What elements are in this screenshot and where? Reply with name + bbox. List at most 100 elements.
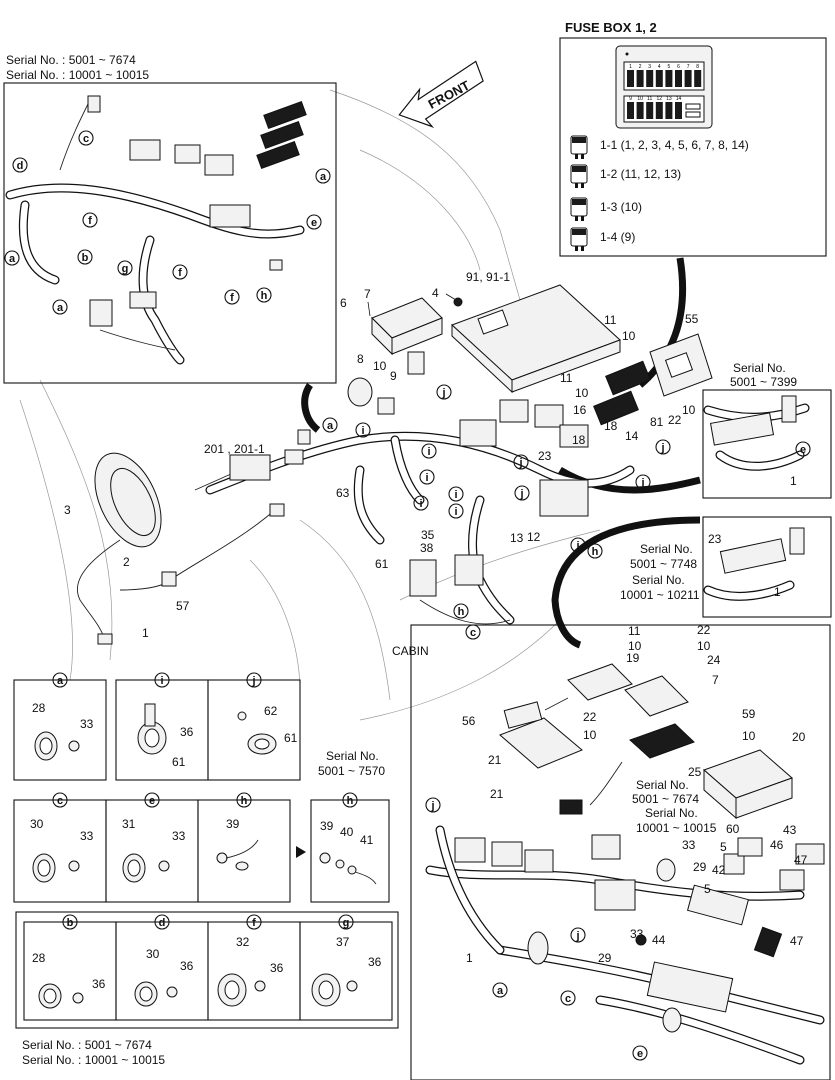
- svg-text:1: 1: [790, 474, 797, 488]
- detail-row-3: b d f g 28 36 30 36 32 36 37 36: [23, 914, 393, 1021]
- svg-text:5: 5: [704, 882, 711, 896]
- svg-text:57: 57: [176, 599, 190, 613]
- svg-text:23: 23: [538, 449, 552, 463]
- fuse-icon: [570, 135, 588, 159]
- fuse-slot-number: 9: [629, 96, 632, 102]
- fuse-slot-number: 6: [677, 64, 680, 70]
- fuse-slot: [665, 70, 673, 87]
- svg-text:10: 10: [682, 403, 696, 417]
- fuse-slot-number: 14: [676, 96, 682, 102]
- svg-text:36: 36: [92, 977, 106, 991]
- svg-text:30: 30: [146, 947, 160, 961]
- svg-text:Serial No.: Serial No.: [636, 778, 689, 792]
- serial-top-left-line1: Serial No. : 5001 ~ 7674: [6, 53, 136, 67]
- svg-text:22: 22: [583, 710, 597, 724]
- svg-text:f: f: [230, 292, 234, 304]
- svg-text:22: 22: [668, 413, 682, 427]
- fuse-slot-number: 10: [637, 96, 643, 102]
- svg-text:18: 18: [572, 433, 586, 447]
- fuse-1-4-label: 1-4 (9): [600, 230, 635, 244]
- svg-text:4: 4: [432, 286, 439, 300]
- svg-text:47: 47: [794, 853, 808, 867]
- svg-text:41: 41: [360, 833, 374, 847]
- svg-text:10: 10: [628, 639, 642, 653]
- svg-text:10: 10: [373, 359, 387, 373]
- svg-text:18: 18: [604, 419, 618, 433]
- svg-text:f: f: [178, 267, 182, 279]
- detail-row-3-frame: [15, 911, 399, 1029]
- svg-text:21: 21: [488, 753, 502, 767]
- svg-text:8: 8: [357, 352, 364, 366]
- serial-right-2-line3: Serial No.: [632, 573, 685, 587]
- svg-text:b: b: [67, 917, 74, 929]
- svg-text:11: 11: [560, 371, 573, 385]
- harness-top-left: [5, 95, 307, 365]
- svg-text:61: 61: [284, 731, 298, 745]
- svg-text:44: 44: [652, 933, 666, 947]
- central-harness: [194, 351, 635, 625]
- svg-text:a: a: [497, 985, 504, 997]
- svg-text:6: 6: [340, 296, 347, 310]
- fuse-slot-number: 8: [696, 64, 699, 70]
- svg-text:36: 36: [368, 955, 382, 969]
- svg-text:36: 36: [180, 959, 194, 973]
- svg-text:i: i: [427, 446, 430, 458]
- svg-text:24: 24: [707, 653, 721, 667]
- fuse-slot-number: 11: [647, 96, 652, 102]
- serial-h-box-line1: Serial No.: [326, 749, 379, 763]
- svg-text:55: 55: [685, 312, 699, 326]
- svg-text:33: 33: [172, 829, 186, 843]
- svg-text:35: 35: [421, 528, 435, 542]
- svg-text:a: a: [320, 171, 327, 183]
- svg-text:28: 28: [32, 701, 46, 715]
- detail-h-variant: [310, 799, 390, 903]
- serial-right-2-line4: 10001 ~ 10211: [620, 588, 700, 602]
- svg-text:a: a: [327, 420, 334, 432]
- fuse-slot-number: 13: [666, 96, 672, 102]
- svg-text:39: 39: [320, 819, 334, 833]
- svg-text:20: 20: [792, 730, 806, 744]
- svg-text:201 , 201-1: 201 , 201-1: [204, 442, 265, 456]
- svg-text:32: 32: [236, 935, 250, 949]
- svg-text:i: i: [160, 675, 163, 687]
- fuse-box-panel: [559, 37, 827, 257]
- svg-text:40: 40: [340, 825, 354, 839]
- svg-text:e: e: [800, 444, 806, 456]
- svg-text:37: 37: [336, 935, 350, 949]
- svg-text:h: h: [241, 795, 248, 807]
- fuse-1-2-label: 1-2 (11, 12, 13): [600, 167, 681, 181]
- detail-row-2: c e h 30 33 31 33 39: [13, 792, 291, 903]
- serial-bottom-left-line1: Serial No. : 5001 ~ 7674: [22, 1038, 152, 1052]
- svg-text:i: i: [576, 540, 579, 552]
- radio-unit: [371, 297, 443, 356]
- inset-right-2: [702, 516, 832, 618]
- fuse-icon: [570, 227, 588, 251]
- svg-text:j: j: [518, 457, 522, 469]
- fuse-legend: 1-1 (1, 2, 3, 4, 5, 6, 7, 8, 14) 1-2 (11…: [570, 135, 749, 251]
- fuse-icon: [570, 164, 588, 188]
- svg-text:11: 11: [604, 313, 617, 327]
- fuse-slot-number: 12: [657, 96, 663, 102]
- fuse-slot: [636, 102, 644, 119]
- svg-text:j: j: [575, 930, 579, 942]
- fuse-slot-number: 7: [687, 64, 690, 70]
- inset-right-1-art: e 1: [703, 395, 811, 488]
- fuse-slot-number: 1: [629, 64, 632, 70]
- svg-text:d: d: [17, 160, 24, 172]
- svg-text:7: 7: [364, 287, 371, 301]
- svg-text:b: b: [82, 252, 89, 264]
- svg-text:1: 1: [466, 951, 473, 965]
- ecu-unit: [451, 284, 621, 394]
- detail-row-1: a i j 28 33 36 61 62 61: [13, 672, 301, 781]
- inset-bottom-right-callouts: 11 10 19 22 10 24 7 56 22 10 59 10 20 21…: [425, 623, 808, 1061]
- buzzer: [347, 377, 373, 407]
- serial-top-left-line2: Serial No. : 10001 ~ 10015: [6, 68, 149, 82]
- fuse-slot-number: 5: [668, 64, 671, 70]
- fuse-slot: [646, 70, 654, 87]
- svg-text:10001 ~ 10015: 10001 ~ 10015: [636, 821, 717, 835]
- fuse-block-b: [593, 390, 639, 426]
- main-callouts: 91, 91-1 4 6 7 8 10 9 11 10 11 10 16 55 …: [64, 270, 699, 658]
- inset-right-2-art: 23 1: [703, 527, 805, 601]
